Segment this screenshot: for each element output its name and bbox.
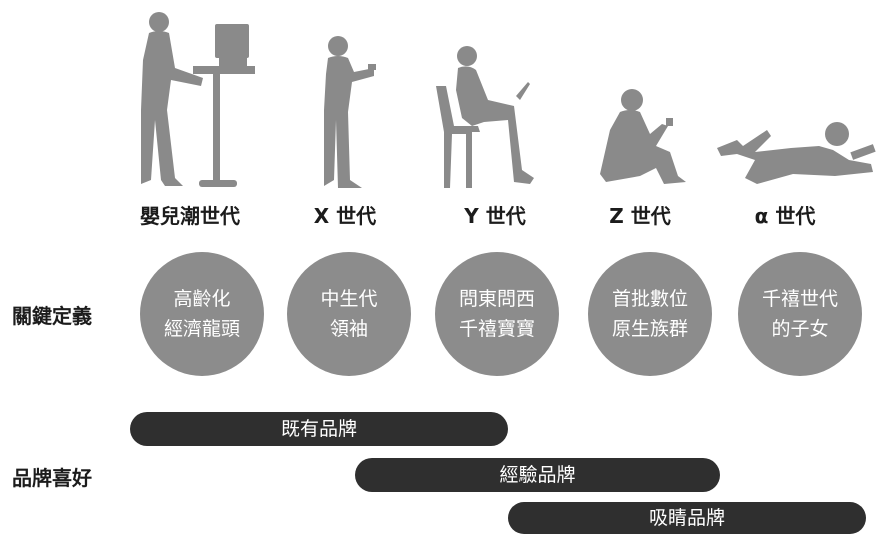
definition-text: 問東問西 <box>458 288 535 310</box>
brand-bar-established: 既有品牌 <box>130 412 508 446</box>
generation-label-gen-y: Y 世代 <box>464 204 526 228</box>
brand-bar-eye-catching: 吸睛品牌 <box>508 502 866 534</box>
person-sitting-laptop-icon <box>436 46 534 188</box>
definition-text: 高齡化 <box>173 288 231 310</box>
definition-text: 領袖 <box>329 318 368 340</box>
definition-text: 原生族群 <box>611 318 688 340</box>
definition-circle-gen-z: 首批數位 原生族群 <box>588 252 712 376</box>
row-label-key-definition: 關鍵定義 <box>12 304 92 328</box>
definition-text: 的子女 <box>771 318 829 340</box>
row-label-brand-preference: 品牌喜好 <box>12 466 92 490</box>
person-standing-computer-icon <box>141 12 255 187</box>
definition-text: 中生代 <box>320 288 378 310</box>
definition-text: 首批數位 <box>611 288 688 310</box>
definition-circle-gen-alpha: 千禧世代 的子女 <box>738 252 862 376</box>
definition-circle-gen-x: 中生代 領袖 <box>287 252 411 376</box>
generation-label-gen-x: X 世代 <box>313 204 377 228</box>
definition-text: 千禧世代 <box>761 288 838 310</box>
generation-label-gen-alpha: α 世代 <box>754 204 816 228</box>
generation-label-baby-boomers: 嬰兒潮世代 <box>140 204 240 228</box>
definition-circle-gen-y: 問東問西 千禧寶寶 <box>435 252 559 376</box>
definition-text: 千禧寶寶 <box>458 318 535 340</box>
definition-circle-baby-boomers: 高齡化 經濟龍頭 <box>140 252 264 376</box>
child-lying-tablet-icon <box>717 122 876 184</box>
brand-bar-experience: 經驗品牌 <box>355 458 720 492</box>
person-sitting-floor-phone-icon <box>600 89 686 184</box>
definition-text: 經濟龍頭 <box>163 318 240 340</box>
generation-label-gen-z: Z 世代 <box>609 204 671 228</box>
person-standing-phone-icon <box>324 36 376 188</box>
